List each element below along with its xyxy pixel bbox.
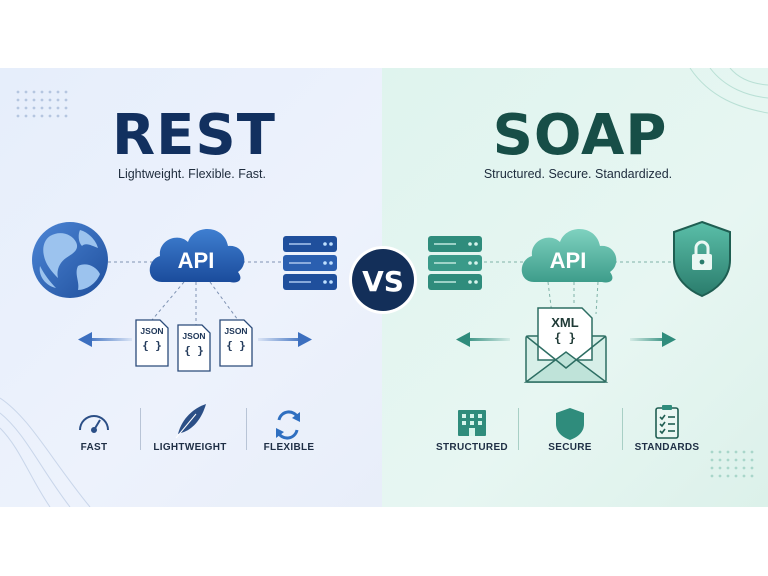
speedometer-icon xyxy=(79,415,109,433)
rest-divider-2 xyxy=(246,408,247,450)
soap-cloud-icon xyxy=(521,228,617,283)
json-doc-braces: { } xyxy=(226,339,246,352)
diagram-graphics xyxy=(0,68,768,507)
soap-tagline: Structured. Secure. Standardized. xyxy=(483,167,673,181)
refresh-icon xyxy=(276,410,300,440)
wave-decoration-bottom-left xyxy=(0,397,91,507)
soap-feature-structured: STRUCTURED xyxy=(436,442,508,453)
rest-arrow-left xyxy=(78,332,132,347)
rest-divider-1 xyxy=(140,408,141,450)
json-doc-label: JSON xyxy=(140,326,164,336)
feather-icon xyxy=(175,404,206,439)
json-doc-1: JSON { } xyxy=(136,326,168,352)
envelope-icon xyxy=(523,307,609,383)
json-doc-braces: { } xyxy=(142,339,162,352)
soap-arrow-left xyxy=(456,332,510,347)
wave-decoration-top-right xyxy=(689,68,768,114)
json-doc-3: JSON { } xyxy=(220,326,252,352)
soap-arrow-right xyxy=(630,332,676,347)
shield-lock-icon xyxy=(673,220,731,298)
rest-feature-fast: FAST xyxy=(80,442,108,453)
rest-server-icon xyxy=(283,236,337,290)
soap-feature-secure: SECURE xyxy=(548,442,592,453)
soap-feature-standards: STANDARDS xyxy=(634,442,700,453)
building-icon xyxy=(458,410,486,436)
soap-divider-1 xyxy=(518,408,519,450)
vs-badge xyxy=(349,246,417,314)
checklist-icon xyxy=(655,405,679,439)
rest-cloud-icon xyxy=(149,228,245,283)
rest-tagline: Lightweight. Flexible. Fast. xyxy=(118,167,266,181)
xml-doc: XML { } xyxy=(538,315,592,345)
rest-arrow-right xyxy=(258,332,312,347)
json-doc-2: JSON { } xyxy=(178,331,210,357)
rest-feature-flexible: FLEXIBLE xyxy=(263,442,315,453)
rest-connectors xyxy=(108,261,282,326)
json-doc-label: JSON xyxy=(182,331,206,341)
rest-api-label: API xyxy=(177,248,215,273)
xml-doc-label: XML xyxy=(551,315,579,330)
globe-icon xyxy=(32,222,108,298)
soap-api-label: API xyxy=(549,248,587,273)
soap-server-icon xyxy=(428,236,482,290)
soap-divider-2 xyxy=(622,408,623,450)
vs-label: VS xyxy=(362,265,404,298)
xml-doc-braces: { } xyxy=(554,331,576,345)
dot-pattern-top-left xyxy=(16,90,68,118)
rest-title: REST xyxy=(112,103,276,168)
dot-pattern-bottom-right xyxy=(710,450,754,478)
shield-icon xyxy=(556,408,584,440)
rest-feature-lightweight: LIGHTWEIGHT xyxy=(153,442,227,453)
json-doc-braces: { } xyxy=(184,344,204,357)
json-document-icon xyxy=(135,319,253,372)
comparison-canvas: REST Lightweight. Flexible. Fast. SOAP S… xyxy=(0,68,768,507)
json-doc-label: JSON xyxy=(224,326,248,336)
soap-title: SOAP xyxy=(492,103,668,168)
